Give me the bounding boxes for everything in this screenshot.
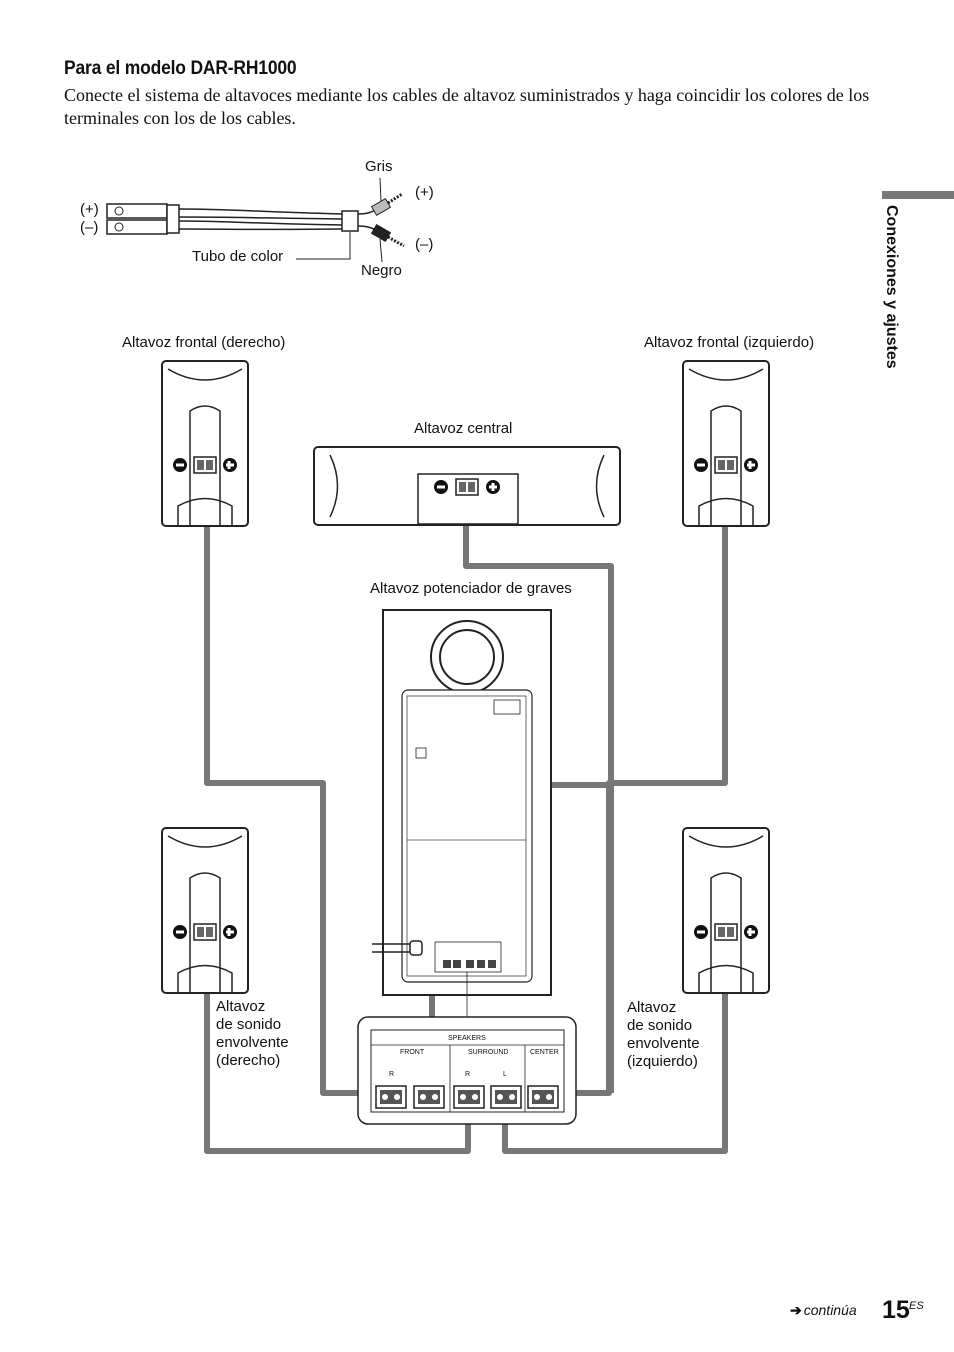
continued-note: ➔continúa — [790, 1302, 857, 1318]
panel-label-speakers: SPEAKERS — [448, 1035, 486, 1042]
label-front-left: Altavoz frontal (izquierdo) — [644, 334, 815, 351]
label-front-right: Altavoz frontal (derecho) — [122, 334, 286, 351]
panel-label-surround-r: R — [465, 1071, 471, 1078]
panel-label-surround: SURROUND — [468, 1049, 509, 1056]
label-minus-left: (–) — [80, 219, 99, 236]
front-right-speaker — [161, 360, 249, 527]
panel-label-center: CENTER — [530, 1049, 559, 1056]
terminal-front-l — [413, 1085, 445, 1109]
front-left-speaker — [682, 360, 770, 527]
arrow-right-icon: ➔ — [790, 1302, 802, 1318]
surround-right-speaker — [161, 827, 249, 994]
panel-label-front: FRONT — [400, 1049, 425, 1056]
label-tubo: Tubo de color — [192, 248, 284, 265]
page-number: 15 — [882, 1296, 910, 1324]
intro-paragraph: Conecte el sistema de altavoces mediante… — [64, 85, 870, 128]
terminal-center — [527, 1085, 559, 1109]
label-center: Altavoz central — [414, 420, 513, 437]
cable-illustration — [106, 177, 405, 263]
label-surround-left: Altavoz de sonido envolvente (izquierdo) — [627, 999, 700, 1070]
panel-label-front-r: R — [389, 1071, 395, 1078]
label-plus-right: (+) — [415, 184, 434, 201]
terminal-surround-r — [453, 1085, 485, 1109]
label-gris: Gris — [365, 158, 393, 175]
terminal-surround-l — [490, 1085, 522, 1109]
label-surround-right: Altavoz de sonido envolvente (derecho) — [216, 998, 289, 1069]
page-language-suffix: ES — [909, 1300, 924, 1312]
subwoofer — [372, 609, 552, 1020]
label-negro: Negro — [361, 262, 402, 279]
terminal-front-r — [375, 1085, 407, 1109]
side-tab-bar — [882, 191, 954, 199]
label-plus-left: (+) — [80, 201, 99, 218]
center-speaker — [313, 446, 621, 526]
panel-label-surround-l: L — [503, 1071, 507, 1078]
label-minus-right: (–) — [415, 236, 434, 253]
label-subwoofer: Altavoz potenciador de graves — [370, 580, 572, 597]
surround-left-speaker — [682, 827, 770, 994]
terminal-panel — [357, 1016, 577, 1125]
section-heading: Para el modelo DAR-RH1000 — [64, 58, 297, 79]
